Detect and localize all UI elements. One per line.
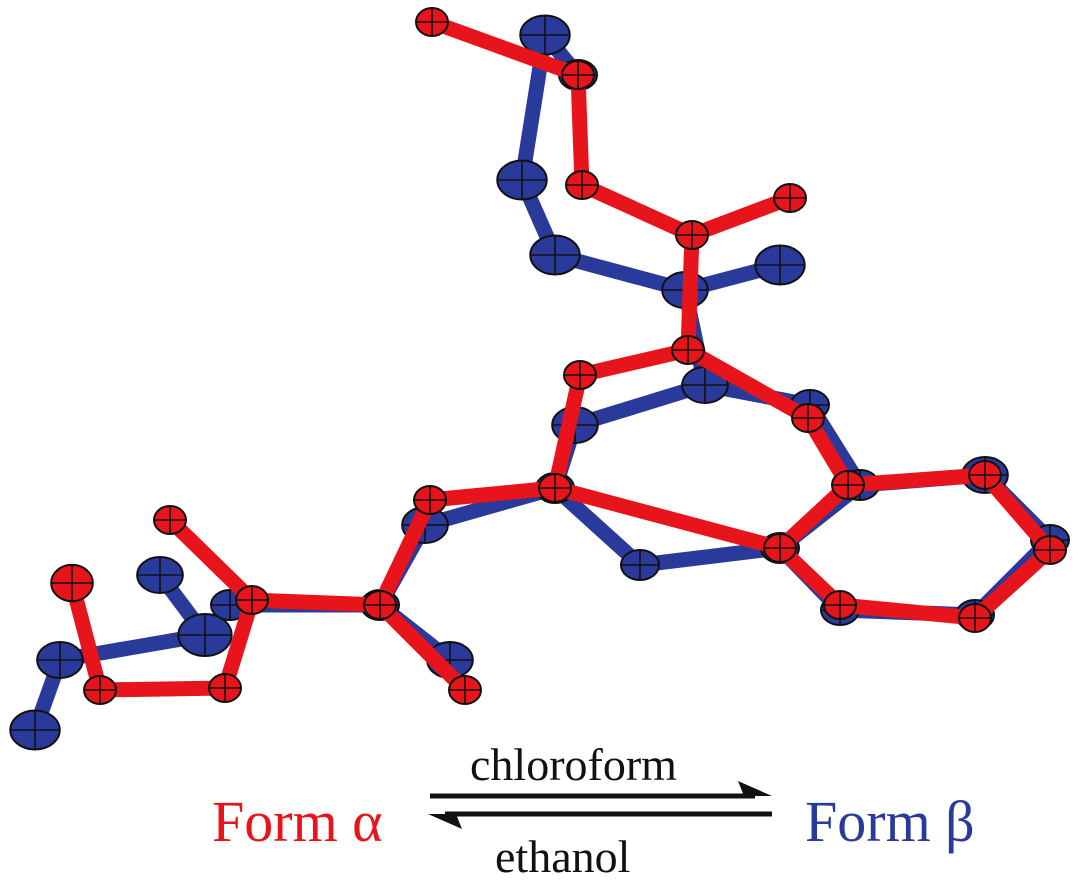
atom-axes: [755, 245, 805, 285]
bond: [684, 190, 798, 243]
atom-axes: [774, 184, 806, 212]
forward-solvent-label: chloroform: [470, 739, 677, 790]
reverse-solvent-label: ethanol: [495, 831, 631, 882]
bond: [572, 342, 696, 383]
bond: [680, 342, 816, 426]
bond: [162, 512, 260, 608]
atom-axes: [676, 221, 708, 249]
atom-axes: [832, 471, 864, 499]
atom-axes: [10, 710, 60, 750]
atom-axes: [682, 367, 728, 403]
atom-axes: [562, 61, 594, 89]
bond: [632, 540, 788, 573]
bond: [967, 542, 1058, 626]
atom-axes: [672, 336, 704, 364]
bond: [570, 67, 590, 193]
atom-axes: [178, 614, 232, 656]
atom-axes: [449, 676, 481, 704]
atom-axes: [416, 8, 448, 36]
bond: [680, 227, 700, 358]
atom-axes: [137, 557, 183, 593]
bond: [840, 467, 993, 493]
bond: [547, 367, 588, 496]
bond: [547, 480, 788, 556]
form-alpha-label: Form α: [212, 789, 383, 854]
atom-axes: [530, 235, 580, 275]
atom-axes: [539, 474, 571, 502]
atom-axes: [364, 591, 396, 619]
atom-axes: [209, 674, 241, 702]
bond: [547, 480, 648, 573]
atom-axes: [969, 461, 1001, 489]
atom-axes: [51, 564, 93, 602]
form-alpha-structure: [50, 7, 1067, 705]
bond: [244, 592, 388, 613]
atom-axes: [764, 534, 796, 562]
bond: [92, 680, 233, 698]
atom-axes: [84, 676, 116, 704]
bond: [217, 592, 260, 696]
atom-axes: [520, 15, 570, 55]
bond: [977, 467, 1058, 558]
atom-axes: [497, 160, 547, 200]
atom-axes: [824, 591, 856, 619]
atom-axes: [792, 404, 824, 432]
bond: [372, 492, 438, 613]
bond: [372, 597, 473, 698]
atom-axes: [37, 642, 83, 678]
equilibrium-arrows-icon: [428, 781, 772, 829]
bond: [422, 480, 563, 508]
atom-axes: [1034, 536, 1066, 564]
form-beta-label: Form β: [805, 789, 975, 854]
bond: [574, 177, 700, 243]
atom-axes: [414, 486, 446, 514]
form-beta-structure: [9, 14, 1070, 751]
bond: [832, 597, 983, 626]
atom-axes: [154, 506, 186, 534]
atom-axes: [959, 604, 991, 632]
bond: [424, 14, 586, 83]
atom-axes: [564, 361, 596, 389]
atom-axes: [236, 586, 268, 614]
atom-axes: [621, 550, 659, 580]
atom-axes: [566, 171, 598, 199]
